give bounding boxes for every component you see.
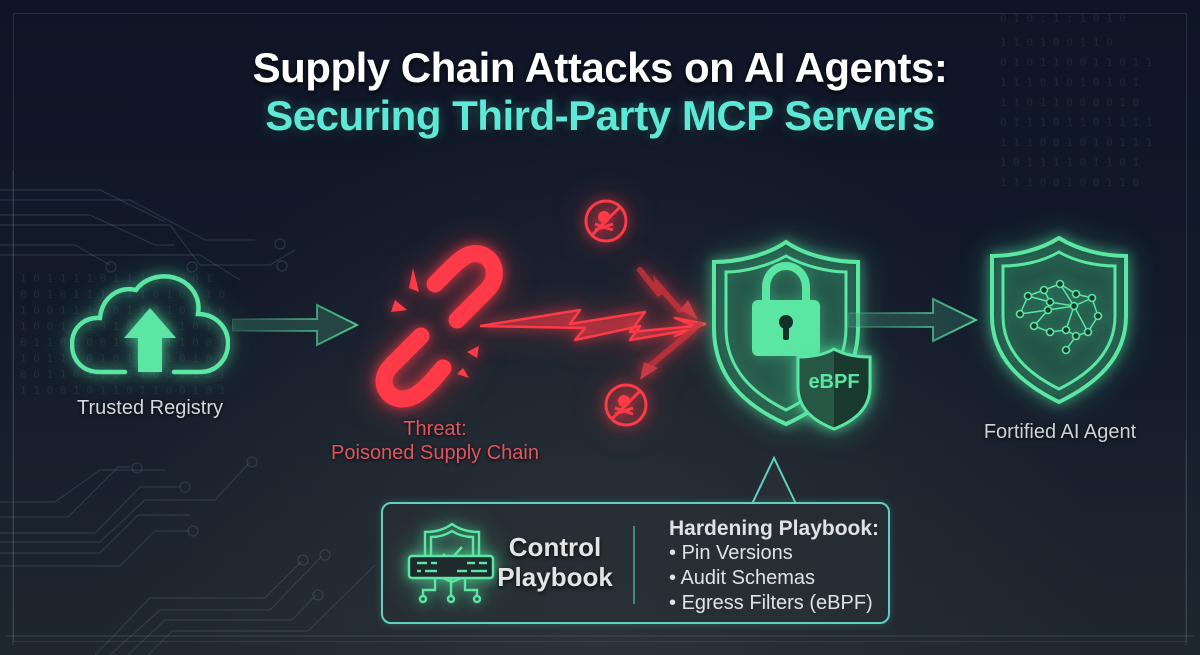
title-line-2: Securing Third-Party MCP Servers	[265, 92, 935, 139]
ebpf-badge-icon	[796, 347, 872, 431]
hardening-item: Pin Versions	[669, 541, 879, 566]
svg-text:1 1 0 1 0 0 1 1 0: 1 1 0 1 0 0 1 1 0	[1000, 36, 1113, 49]
hardening-item: Audit Schemas	[669, 566, 879, 591]
playbook-divider	[633, 526, 635, 604]
svg-text:1 0 0 1 1 1 0 0 1 1 0 1 0 1 1: 1 0 0 1 1 1 0 0 1 1 0 1 0 1 1 0	[20, 304, 225, 317]
threat-label: Threat: Poisoned Supply Chain	[305, 417, 565, 465]
playbook-title: Control Playbook	[495, 532, 615, 592]
svg-text:1 1 0 0 1 0 1 1 0 1 1 0 0 1 0: 1 1 0 0 1 0 1 1 0 1 1 0 0 1 0 1	[20, 384, 225, 397]
hardening-heading: Hardening Playbook:	[669, 517, 880, 540]
shield-check-server-icon	[407, 522, 495, 604]
cloud-upload-icon	[70, 274, 230, 375]
threat-label-line-1: Threat:	[403, 418, 467, 440]
title-line-1: Supply Chain Attacks on AI Agents:	[252, 44, 948, 91]
trusted-registry-label: Trusted Registry	[77, 397, 223, 419]
svg-text:1 1 1 0 0 1 0 0 1 1 0: 1 1 1 0 0 1 0 0 1 1 0	[1000, 176, 1139, 189]
arrow-right-icon	[848, 297, 978, 343]
blocked-skull-icon	[604, 383, 648, 427]
broken-chain-icon	[375, 245, 503, 408]
svg-text:1 0 1 1 1 1 0 1 1 0 1: 1 0 1 1 1 1 0 1 1 0 1	[1000, 156, 1139, 169]
svg-text:1 1 1 0 1 0 1 0 1 0 1: 1 1 1 0 1 0 1 0 1 0 1	[1000, 76, 1139, 89]
shield-brain-icon	[990, 236, 1128, 405]
svg-text:1 0 0 1 1 1 9 1 0 1 0 0 1 0 1: 1 0 0 1 1 1 9 1 0 1 0 0 1 0 1 1	[20, 320, 225, 333]
callout-pointer	[751, 455, 797, 506]
hardening-item: Egress Filters (eBPF)	[669, 591, 879, 616]
svg-text:1 0 1 1 0 0 1 0 1 0 1 1 0 1 0: 1 0 1 1 0 0 1 0 1 0 1 1 0 1 0 0	[20, 352, 225, 365]
blocked-skull-icon	[584, 199, 628, 243]
arrow-right-icon	[232, 303, 360, 347]
svg-text:1 1 1 0 0 1 0 1 0 1 1 1: 1 1 1 0 0 1 0 1 0 1 1 1	[1000, 136, 1152, 149]
hardening-list: Hardening Playbook: Pin Versions Audit S…	[669, 516, 879, 616]
svg-text:0 1 0 1 1 0 0 1 1 0 1 1: 0 1 0 1 1 0 0 1 1 0 1 1	[1000, 56, 1152, 69]
ebpf-badge-label: eBPF	[808, 371, 860, 393]
control-playbook-panel: Control Playbook Hardening Playbook: Pin…	[381, 502, 890, 624]
playbook-title-line-1: Control	[508, 532, 602, 562]
svg-text:1 1 0 1 1 0 0 0 0 1 0: 1 1 0 1 1 0 0 0 0 1 0	[1000, 96, 1139, 109]
fortified-agent-label: Fortified AI Agent	[983, 421, 1137, 443]
page-title: Supply Chain Attacks on AI Agents: Secur…	[0, 44, 1200, 140]
svg-text:0 1 1 1 0 1 1 0 1 1 1 1: 0 1 1 1 0 1 1 0 1 1 1 1	[1000, 116, 1152, 129]
svg-text:0 1 0 : 1 : 1 0 1 0: 0 1 0 : 1 : 1 0 1 0	[1000, 12, 1126, 25]
playbook-title-line-2: Playbook	[497, 562, 613, 592]
lightning-attack-icon	[480, 267, 707, 380]
svg-text:0 0 1 0 1 1 1 0 1 1 0 1 0 0 1: 0 0 1 0 1 1 1 0 1 1 0 1 0 0 1 0	[20, 288, 225, 301]
threat-label-line-2: Poisoned Supply Chain	[331, 442, 539, 464]
